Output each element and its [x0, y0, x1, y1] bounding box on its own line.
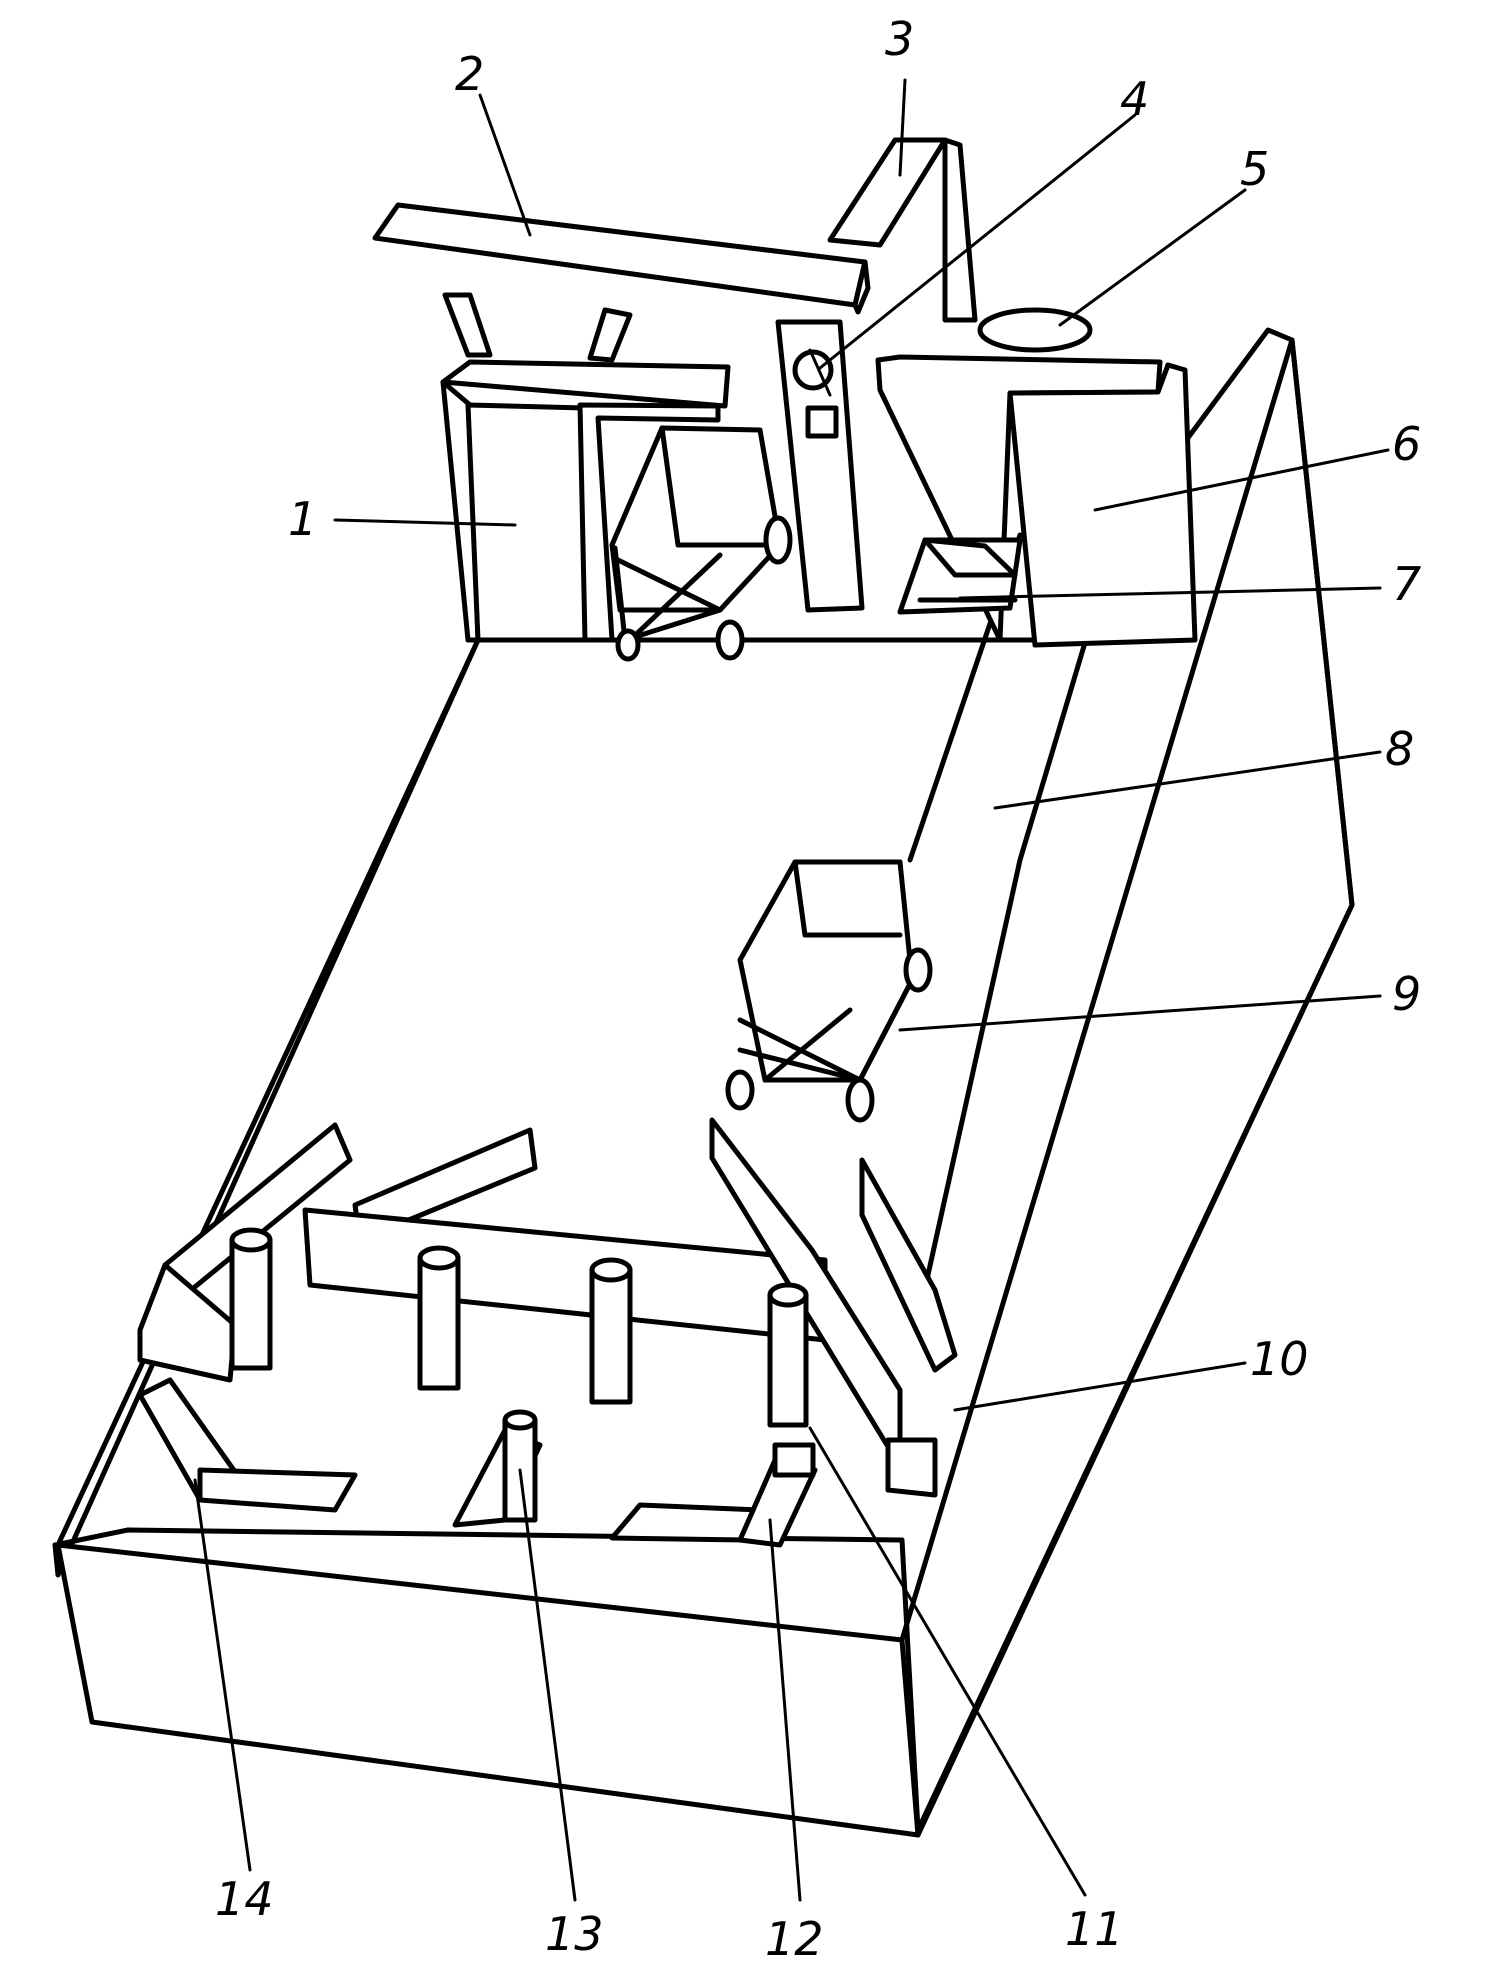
platform [52, 327, 1355, 1838]
label-4: 4 [1120, 72, 1149, 126]
posts [229, 1227, 809, 1428]
label-12: 12 [765, 1912, 824, 1966]
label-8: 8 [1385, 722, 1414, 776]
label-14: 14 [215, 1872, 274, 1926]
cart-upper [609, 425, 793, 662]
stand-left [440, 359, 731, 643]
label-10: 10 [1250, 1332, 1309, 1386]
leader-lines [193, 78, 1390, 1902]
stand-right [875, 354, 1198, 648]
gantry-beam [372, 202, 871, 363]
label-6: 6 [1392, 417, 1421, 471]
label-3: 3 [885, 12, 914, 66]
part-labels: 1 2 3 4 5 6 7 8 9 10 11 12 13 14 [215, 12, 1421, 1966]
lamp-post [775, 319, 865, 613]
disk [977, 307, 1093, 353]
label-7: 7 [1392, 557, 1421, 611]
column [827, 137, 978, 323]
label-11: 11 [1065, 1902, 1124, 1956]
label-2: 2 [455, 47, 484, 101]
front-rails [137, 1117, 958, 1498]
floor-slots [137, 1377, 818, 1548]
label-5: 5 [1240, 142, 1269, 196]
label-13: 13 [545, 1907, 604, 1961]
label-9: 9 [1392, 967, 1421, 1021]
label-1: 1 [288, 492, 317, 546]
cart-lower [725, 859, 933, 1123]
